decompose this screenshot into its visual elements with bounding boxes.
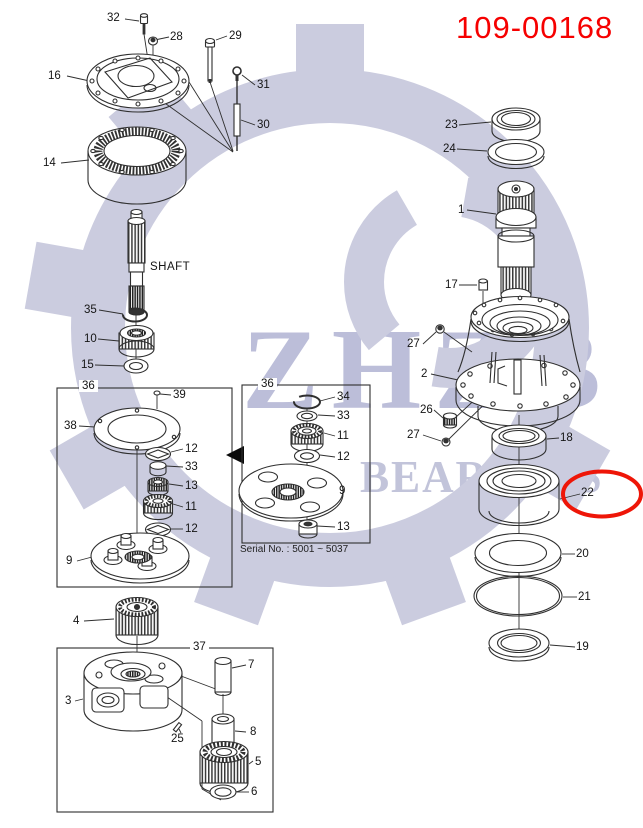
detail-box-37	[56, 647, 274, 813]
callout-1: 1	[458, 204, 465, 216]
callout-39: 39	[173, 389, 186, 401]
washers-20-21-19-drawing	[473, 532, 563, 662]
callout-18: 18	[560, 432, 573, 444]
highlight-circle-22	[561, 469, 643, 519]
collar-18-drawing	[491, 424, 547, 461]
callout-9-a: 9	[66, 555, 73, 567]
callout-36-right-box: 36	[258, 378, 277, 390]
shaft-text-label: SHAFT	[150, 261, 191, 273]
detail-box-36-left	[56, 387, 233, 588]
callout-29: 29	[229, 30, 242, 42]
callout-11-a: 11	[185, 501, 197, 513]
callout-13-a: 13	[185, 480, 198, 492]
callout-20: 20	[576, 548, 589, 560]
callout-33-b: 33	[337, 410, 350, 422]
bearing-22-drawing	[478, 463, 560, 527]
callout-36-left-box: 36	[79, 380, 98, 392]
callout-21: 21	[578, 591, 591, 603]
callout-24: 24	[443, 143, 456, 155]
shaft-and-gear-drawing	[118, 208, 155, 374]
plugs-drawing	[435, 278, 489, 447]
callout-12-a: 12	[185, 443, 198, 455]
cover-plate-16-drawing	[86, 53, 190, 113]
housing-2-drawing	[455, 295, 581, 433]
part-number-heading: 109-00168	[456, 10, 614, 45]
callout-3: 3	[65, 695, 72, 707]
callout-28: 28	[170, 31, 183, 43]
callout-2: 2	[421, 368, 428, 380]
callout-7: 7	[248, 659, 255, 671]
bearing-23-24-drawing	[487, 107, 545, 170]
callout-12-b: 12	[185, 523, 198, 535]
callout-23: 23	[445, 119, 458, 131]
callout-27-upper: 27	[407, 338, 420, 350]
callout-4: 4	[73, 615, 80, 627]
callout-9-b: 9	[339, 485, 346, 497]
callout-19: 19	[576, 641, 589, 653]
callout-25: 25	[171, 733, 184, 745]
callout-33-a: 33	[185, 461, 198, 473]
callout-13-b: 13	[337, 521, 350, 533]
callout-6: 6	[251, 786, 258, 798]
detail-box-36-right	[238, 384, 371, 544]
callout-32: 32	[107, 12, 120, 24]
callout-8: 8	[250, 726, 257, 738]
callout-34: 34	[337, 391, 350, 403]
pinion-shaft-1-drawing	[495, 180, 537, 303]
callout-10: 10	[84, 333, 97, 345]
callout-12-c: 12	[337, 451, 350, 463]
fasteners-top-drawing	[139, 13, 242, 151]
callout-16: 16	[48, 70, 61, 82]
callout-15: 15	[81, 359, 94, 371]
callout-11-b: 11	[337, 430, 349, 442]
callout-26: 26	[420, 404, 433, 416]
callout-14: 14	[43, 157, 56, 169]
callout-27-lower: 27	[407, 429, 420, 441]
callout-35: 35	[84, 304, 97, 316]
ring-gear-14-drawing	[87, 126, 187, 205]
callout-30: 30	[257, 119, 270, 131]
callout-17: 17	[445, 279, 458, 291]
callout-38: 38	[64, 420, 77, 432]
detail-arrow-icon	[226, 446, 244, 464]
sun-gear-4-drawing	[115, 596, 159, 646]
serial-number-note: Serial No. : 5001 ~ 5037	[240, 544, 349, 555]
callout-22-highlighted: 22	[581, 487, 594, 499]
callout-37-box: 37	[190, 641, 209, 653]
callout-31: 31	[257, 79, 270, 91]
callout-5: 5	[255, 756, 262, 768]
